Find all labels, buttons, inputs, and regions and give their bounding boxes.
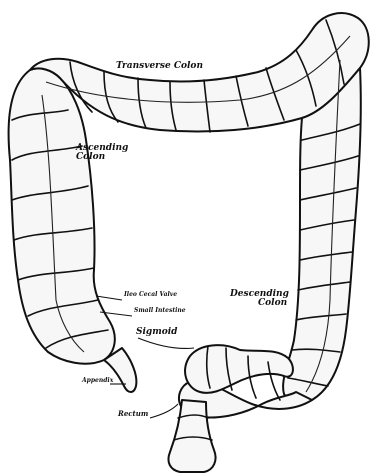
sigmoid-loop [185,345,293,393]
label-descending-colon: Descending Colon [230,290,289,309]
label-transverse-colon: Transverse Colon [116,62,203,71]
label-ileocecal-valve: Ileo Cecal Valve [124,292,177,298]
label-rectum: Rectum [118,410,148,417]
label-appendix: Appendix [82,378,113,384]
label-sigmoid: Sigmoid [136,328,177,337]
label-small-intestine: Small Intestine [134,308,186,314]
label-ascending-colon: Ascending Colon [76,144,128,163]
